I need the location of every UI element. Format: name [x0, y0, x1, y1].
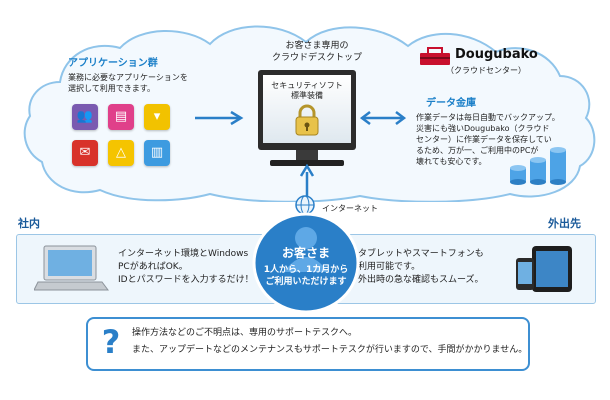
outside-line-0: タブレットやスマートフォンも: [358, 249, 484, 259]
dougubako-sub: （クラウドセンター）: [446, 66, 526, 75]
datavault-line-1: 災害にも強いDougubako（クラウド: [416, 124, 550, 133]
screen-line2: 標準装備: [291, 91, 323, 100]
monitor: セキュリティソフト 標準装備: [258, 70, 356, 150]
lock-icon: [295, 104, 319, 136]
support-line1: 操作方法などのご不明点は、専用のサポートテスクへ。: [132, 328, 358, 338]
screen-line1: セキュリティソフト: [271, 81, 343, 90]
monitor-base: [270, 160, 344, 166]
outside-line-2: 外出時の急な確認もスムーズ。: [358, 275, 484, 285]
customer-circle: [252, 212, 360, 314]
toolbox-logo-icon: [420, 47, 450, 65]
apps-title: アプリケーション群: [68, 58, 158, 69]
office-title: 社内: [18, 217, 40, 230]
chart-icon[interactable]: ▥: [144, 140, 170, 166]
arrow-desktop-datavault: [360, 111, 406, 125]
arrow-apps-to-desktop: [195, 110, 244, 126]
monitor-stand: [296, 150, 318, 160]
office-line-2: IDとパスワードを入力するだけ！: [118, 275, 254, 285]
shirt-icon[interactable]: ▾: [144, 104, 170, 130]
dougubako-brand: Dougubako: [455, 47, 538, 62]
customer-line2: ご利用いただけます: [265, 277, 347, 287]
office-line-0: インターネット環境とWindows: [118, 249, 249, 259]
customer-title: お客さま: [281, 246, 330, 260]
support-line2: また、アップデートなどのメンテナンスもサポートテスクが行いますので、手間がかかり…: [132, 345, 528, 355]
outside-line-1: 利用可能です。: [358, 262, 421, 272]
laptop-icon: [34, 245, 109, 291]
outside-title: 外出先: [548, 217, 581, 230]
customer-line1: 1人から、1カ月から: [263, 265, 349, 275]
globe-icon: [295, 195, 315, 215]
question-icon: ?: [101, 323, 121, 361]
mail-icon[interactable]: ✉: [72, 140, 98, 166]
datavault-line-2: センター）に作業データを保存してい: [416, 135, 552, 144]
database-icon: [510, 147, 566, 185]
support-box: [86, 317, 530, 371]
ruler-icon[interactable]: △: [108, 140, 134, 166]
datavault-line-4: 壊れても安心です。: [416, 157, 487, 166]
document-icon[interactable]: ▤: [108, 104, 134, 130]
tablet-phone-icon: [516, 246, 572, 292]
desktop-label-line2: クラウドデスクトップ: [271, 53, 362, 63]
apps-desc-line2: 選択して利用できます。: [68, 84, 155, 93]
datavault-line-3: るため、万が一、ご利用中のPCが: [416, 146, 539, 155]
office-line-1: PCがあればOK。: [118, 262, 188, 272]
internet-label: インターネット: [322, 204, 378, 213]
apps-desc-line1: 業務に必要なアプリケーションを: [68, 73, 188, 82]
datavault-line-0: 作業データは毎日自動でバックアップ。: [416, 113, 560, 122]
monitor-screen: セキュリティソフト 標準装備: [263, 75, 351, 143]
datavault-title: データ金庫: [426, 98, 476, 109]
desktop-label-line1: お客さま専用の: [285, 41, 349, 51]
people-icon[interactable]: 👥: [72, 104, 98, 130]
